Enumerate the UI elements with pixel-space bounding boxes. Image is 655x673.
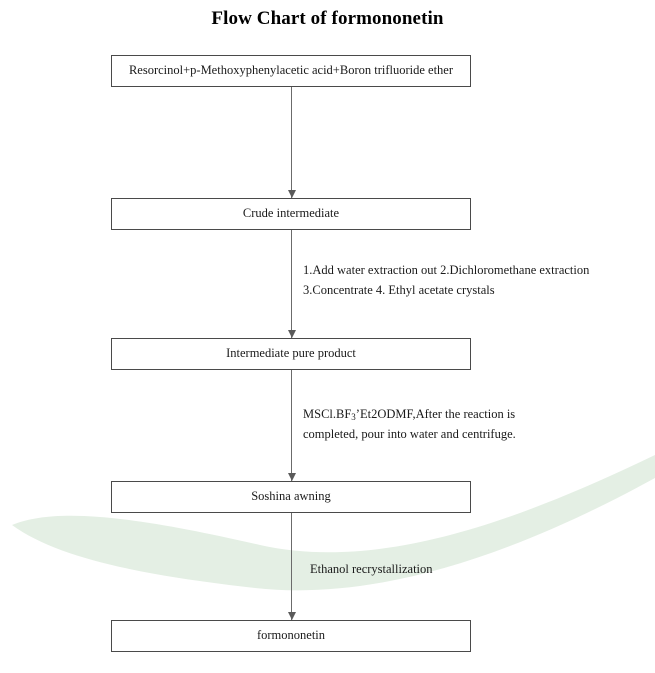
connector-stem <box>291 230 292 338</box>
arrowhead-icon <box>287 473 296 481</box>
flow-node-intermediate-pure-product: Intermediate pure product <box>111 338 471 370</box>
reagent-formula-subscript: 3 <box>351 412 356 422</box>
connector-soshina-to-formononetin <box>287 513 296 620</box>
flow-node-label: Soshina awning <box>251 489 331 504</box>
flow-node-soshina-awning: Soshina awning <box>111 481 471 513</box>
reagent-formula-prefix: MSCl.BF <box>303 407 352 421</box>
arrowhead-icon <box>287 612 296 620</box>
connector-stem <box>291 87 292 198</box>
reagent-formula-suffix: ’Et2ODMF,After the reaction is <box>355 407 516 421</box>
annotation-line: 3.Concentrate 4. Ethyl acetate crystals <box>303 282 495 297</box>
annotation-ethanol-recrystallization: Ethanol recrystallization <box>310 560 433 580</box>
flow-node-crude-intermediate: Crude intermediate <box>111 198 471 230</box>
page-title: Flow Chart of formononetin <box>211 8 444 29</box>
connector-pure-to-soshina <box>287 370 296 481</box>
flow-node-label: Intermediate pure product <box>226 346 356 361</box>
flow-node-label: Resorcinol+p-Methoxyphenylacetic acid+Bo… <box>128 63 454 78</box>
connector-stem <box>291 513 292 620</box>
flow-node-label: formononetin <box>256 628 326 643</box>
annotation-line: Ethanol recrystallization <box>310 562 433 576</box>
connector-reagents-to-crude <box>287 87 296 198</box>
flow-node-formononetin: formononetin <box>111 620 471 652</box>
connector-crude-to-pure <box>287 230 296 338</box>
connector-stem <box>291 370 292 481</box>
annotation-line: 1.Add water extraction out 2.Dichloromet… <box>303 263 590 277</box>
flow-node-label: Crude intermediate <box>242 206 340 221</box>
annotation-line: completed, pour into water and centrifug… <box>303 426 516 441</box>
arrowhead-icon <box>287 190 296 198</box>
arrowhead-icon <box>287 330 296 338</box>
flow-node-reagents: Resorcinol+p-Methoxyphenylacetic acid+Bo… <box>111 55 471 87</box>
annotation-workup-steps: 1.Add water extraction out 2.Dichloromet… <box>303 261 589 301</box>
annotation-reaction-conditions: MSCl.BF3’Et2ODMF,After the reaction is c… <box>303 405 516 445</box>
annotation-line: MSCl.BF3’Et2ODMF,After the reaction is <box>303 405 516 425</box>
